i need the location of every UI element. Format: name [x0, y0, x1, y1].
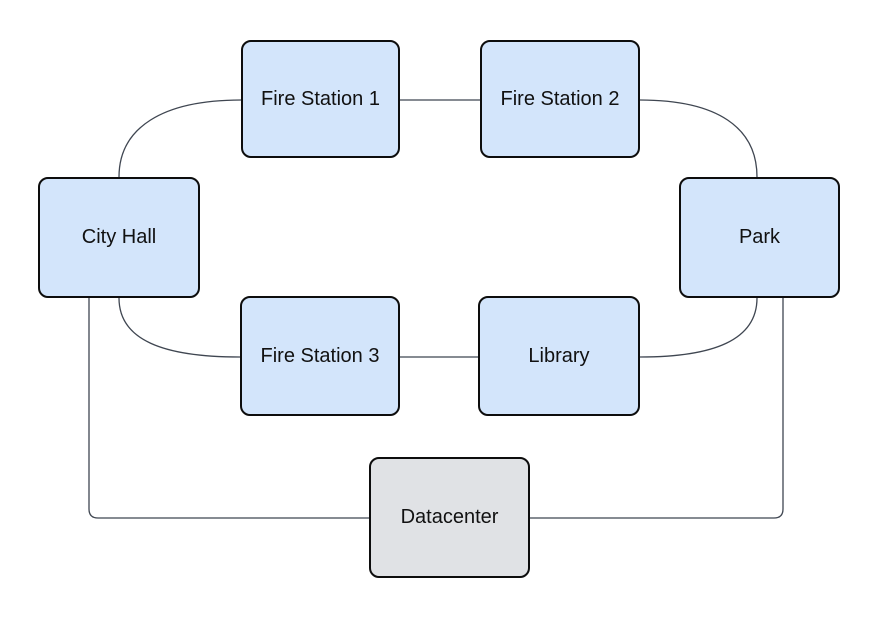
node-fire-station-3[interactable]: Fire Station 3: [240, 296, 400, 416]
node-fire-station-3-label: Fire Station 3: [260, 344, 380, 367]
node-datacenter-label: Datacenter: [400, 506, 499, 528]
node-fire-station-2[interactable]: Fire Station 2: [480, 40, 640, 158]
node-fire-station-1-label: Fire Station 1: [261, 87, 380, 110]
edge-city-hall-fire-station-3: [118, 297, 241, 358]
node-library-label: Library: [528, 344, 590, 367]
edge-fire-station-2-park: [639, 99, 758, 178]
edge-city-hall-fire-station-1: [118, 99, 242, 178]
node-park[interactable]: Park: [679, 177, 840, 298]
edge-library-park: [639, 297, 758, 358]
node-city-hall-label: City Hall: [81, 226, 157, 248]
node-city-hall[interactable]: City Hall: [38, 177, 200, 298]
node-fire-station-1[interactable]: Fire Station 1: [241, 40, 400, 158]
node-fire-station-2-label: Fire Station 2: [500, 87, 620, 110]
node-datacenter[interactable]: Datacenter: [369, 457, 530, 578]
node-park-label: Park: [738, 226, 781, 248]
node-library[interactable]: Library: [478, 296, 640, 416]
